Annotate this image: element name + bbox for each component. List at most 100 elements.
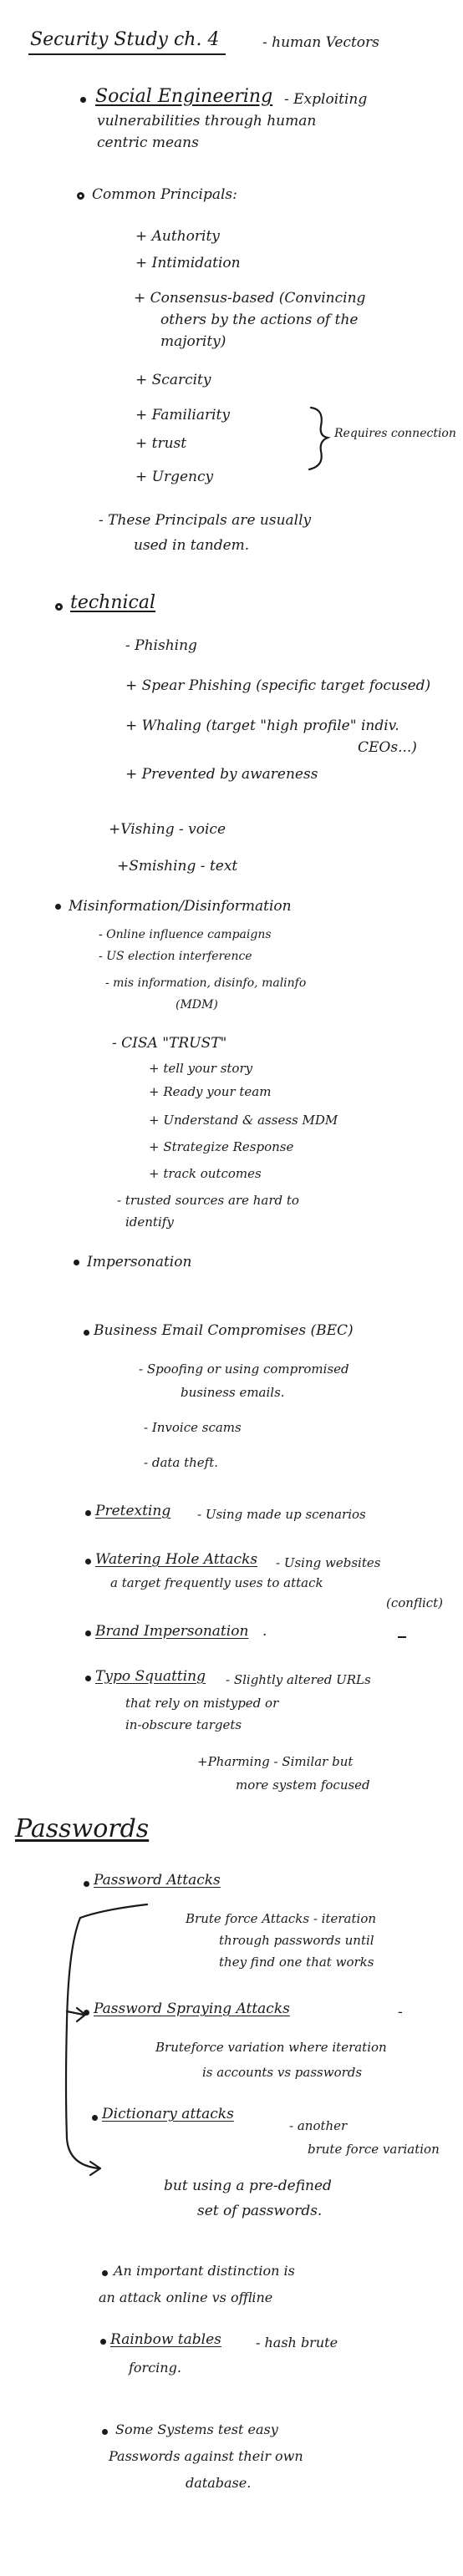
watering-desc-line: a target frequently uses to attack (110, 1575, 323, 1590)
spraying-line: Bruteforce variation where iteration (155, 2040, 387, 2055)
impersonation-heading: Impersonation (87, 1254, 192, 1270)
page-subtitle: - human Vectors (262, 34, 379, 51)
technical-item: CEOs...) (358, 739, 417, 756)
watering-desc-line: (conflict) (386, 1595, 444, 1610)
technical-item: + Prevented by awareness (125, 766, 318, 783)
bec-heading: Business Email Compromises (BEC) (94, 1322, 354, 1339)
bullet-dot (74, 1260, 79, 1265)
technical-item: - Phishing (125, 637, 197, 654)
misinfo-item: identify (125, 1214, 174, 1230)
pretexting-heading: Pretexting (95, 1503, 171, 1519)
brute-force-line: Brute force Attacks - iteration (186, 1911, 377, 1926)
bec-item: business emails. (181, 1385, 285, 1400)
password-spraying-heading: Password Spraying Attacks (94, 2000, 290, 2017)
bullet-dot (84, 1881, 89, 1887)
misinfo-item: - Online influence campaigns (99, 928, 272, 941)
technical-item: + Spear Phishing (specific target focuse… (125, 677, 431, 694)
watering-hole-heading: Watering Hole Attacks (95, 1551, 258, 1568)
systems-line: Passwords against their own (109, 2448, 303, 2464)
arrow-head-icon (89, 2160, 102, 2177)
bec-item: - Invoice scams (144, 1420, 242, 1435)
misinfo-item: + tell your story (149, 1061, 253, 1076)
bullet-dot (84, 2010, 89, 2016)
principal-item: majority) (160, 333, 226, 350)
title-underline (28, 53, 226, 55)
bec-item: - Spoofing or using compromised (139, 1362, 349, 1377)
brute-force-line: they find one that works (219, 1955, 374, 1970)
dictionary-line: but using a pre-defined (164, 2178, 332, 2194)
misinfo-item: + track outcomes (149, 1166, 262, 1181)
technical-item: +Smishing - text (117, 858, 238, 875)
spraying-line: - (398, 2004, 403, 2021)
misinfo-item: - mis information, disinfo, malinfo (105, 976, 307, 990)
rainbow-line: forcing. (129, 2360, 181, 2376)
technical-item: + Whaling (target "high profile" indiv. (125, 718, 399, 734)
bullet-dot (84, 1330, 89, 1336)
principal-item: others by the actions of the (160, 312, 359, 328)
misinfo-item: - CISA "TRUST" (112, 1035, 227, 1052)
principal-item: + Urgency (135, 469, 214, 485)
bullet-dot (85, 1676, 91, 1681)
principals-note-line: - These Principals are usually (99, 512, 312, 529)
dictionary-attacks-heading: Dictionary attacks (102, 2106, 234, 2122)
principal-item: + trust (135, 435, 187, 452)
brace-note: Requires connection (334, 427, 456, 440)
misinfo-item: - trusted sources are hard to (117, 1193, 299, 1208)
bullet-ring (55, 603, 63, 611)
principal-item: + Scarcity (135, 372, 211, 388)
misinfo-item: + Ready your team (149, 1084, 272, 1099)
principals-note-line: used in tandem. (134, 537, 250, 554)
principals-heading: Common Principals: (92, 186, 237, 203)
typo-squatting-heading: Typo Squatting (95, 1668, 206, 1685)
social-engineering-heading: Social Engineering (95, 86, 273, 107)
bullet-dot (85, 1559, 91, 1564)
principal-item: + Consensus-based (Convincing (134, 290, 366, 307)
typo-desc-line: more system focused (236, 1777, 370, 1793)
bullet-dot (55, 904, 61, 910)
systems-line: database. (186, 2475, 252, 2491)
bullet-ring (77, 192, 84, 200)
misinfo-item: + Strategize Response (149, 1139, 294, 1154)
distinction-line: an attack online vs offline (99, 2289, 273, 2305)
principal-item: + Familiarity (135, 407, 230, 423)
bullet-dot (85, 1510, 91, 1516)
spraying-line: is accounts vs passwords (202, 2065, 363, 2080)
brand-impersonation-heading: Brand Impersonation (95, 1623, 249, 1640)
principal-item: + Intimidation (135, 255, 241, 271)
systems-line: Some Systems test easy (115, 2421, 278, 2437)
typo-desc-line: +Pharming - Similar but (197, 1754, 354, 1769)
misinfo-heading: Misinformation/Disinformation (69, 898, 292, 915)
bullet-dot (102, 2270, 108, 2276)
technical-item: +Vishing - voice (109, 821, 226, 838)
misinfo-item: - US election interference (99, 950, 252, 963)
watering-desc-line: - Using websites (276, 1555, 381, 1570)
brute-force-line: through passwords until (219, 1933, 374, 1948)
bec-item: - data theft. (144, 1455, 219, 1470)
social-desc-line: - Exploiting (284, 91, 368, 108)
distinction-line: An important distinction is (114, 2263, 295, 2279)
bullet-dot (92, 2115, 98, 2121)
technical-heading: technical (70, 592, 156, 613)
dictionary-line: - another (289, 2118, 348, 2133)
password-attacks-heading: Password Attacks (94, 1872, 221, 1889)
brand-desc: . (262, 1623, 267, 1640)
misinfo-item: + Understand & assess MDM (149, 1113, 338, 1128)
bullet-dot (80, 97, 86, 103)
pretexting-desc: - Using made up scenarios (197, 1507, 366, 1522)
social-desc-line: vulnerabilities through human (97, 113, 317, 129)
typo-desc-line: that rely on mistyped or (125, 1696, 279, 1711)
page-title: Security Study ch. 4 (30, 29, 220, 50)
brace-mark (308, 406, 331, 471)
dictionary-line: brute force variation (308, 2142, 440, 2157)
rainbow-tables-heading: Rainbow tables (110, 2331, 221, 2348)
bullet-dot (102, 2429, 108, 2435)
bullet-dot (100, 2339, 106, 2345)
principal-item: + Authority (135, 228, 220, 245)
social-desc-line: centric means (97, 134, 199, 151)
typo-desc-line: in-obscure targets (125, 1717, 242, 1732)
rainbow-line: - hash brute (256, 2335, 338, 2350)
dictionary-line: set of passwords. (197, 2203, 323, 2219)
typo-desc-line: - Slightly altered URLs (226, 1672, 371, 1687)
arrow-line (65, 2010, 85, 2016)
